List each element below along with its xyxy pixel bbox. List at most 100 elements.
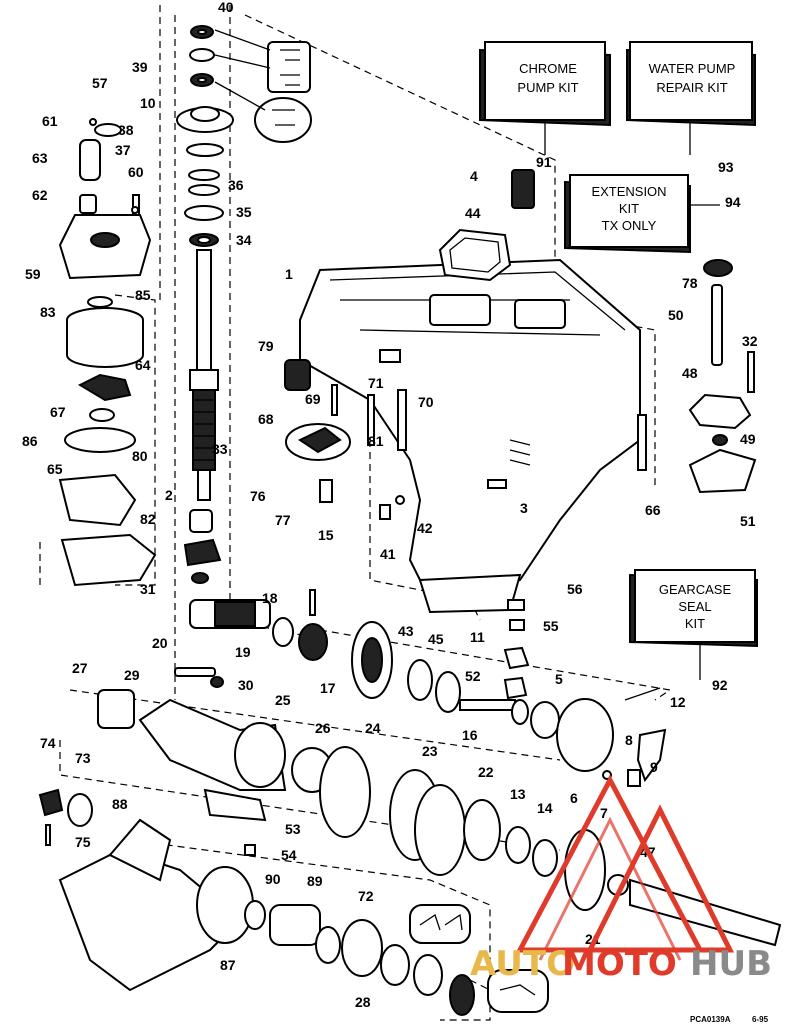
callout-57: 57	[92, 75, 108, 91]
callout-94: 94	[725, 194, 741, 210]
callout-89: 89	[307, 873, 323, 889]
callout-17: 17	[320, 680, 336, 696]
callout-14: 14	[537, 800, 553, 816]
callout-48: 48	[682, 365, 698, 381]
callout-92: 92	[712, 677, 728, 693]
callout-3: 3	[520, 500, 528, 516]
callout-35: 35	[236, 204, 252, 220]
callout-53: 53	[285, 821, 301, 837]
callout-93: 93	[718, 159, 734, 175]
callout-76: 76	[250, 488, 266, 504]
callout-26: 26	[315, 720, 331, 736]
kit-boxes	[479, 41, 758, 680]
callout-1: 1	[285, 266, 293, 282]
watermark-triangle-right	[585, 804, 735, 953]
callout-9: 9	[650, 759, 658, 775]
callout-44: 44	[465, 205, 481, 221]
callout-63: 63	[32, 150, 48, 166]
callout-51: 51	[740, 513, 756, 529]
callout-66: 66	[645, 502, 661, 518]
footer-code: PCA0139A	[690, 1015, 731, 1024]
callout-40: 40	[218, 0, 234, 15]
callout-38: 38	[118, 122, 134, 138]
callout-20: 20	[152, 635, 168, 651]
callout-82: 82	[140, 511, 156, 527]
callout-87: 87	[220, 957, 236, 973]
callout-79: 79	[258, 338, 274, 354]
callout-8: 8	[625, 732, 633, 748]
bearing-housing-parts	[38, 667, 558, 877]
callout-27: 27	[72, 660, 88, 676]
watermark-logo: AUTO MOTO HUB	[470, 774, 772, 984]
callout-29: 29	[124, 667, 140, 683]
callout-61: 61	[42, 113, 58, 129]
callout-77: 77	[275, 512, 291, 528]
callout-56: 56	[567, 581, 583, 597]
callout-67: 67	[50, 404, 66, 420]
middle-small-parts	[284, 359, 525, 631]
chrome-kit-line1: CHROME	[519, 61, 577, 76]
kit-box-text: CHROME PUMP KIT WATER PUMP REPAIR KIT EX…	[517, 61, 735, 631]
callout-41: 41	[380, 546, 396, 562]
extension-kit-line2: KIT	[619, 201, 639, 216]
callout-32: 32	[742, 333, 758, 349]
driveshaft-upper-parts	[176, 25, 313, 247]
callout-75: 75	[75, 834, 91, 850]
callout-30: 30	[238, 677, 254, 693]
callout-36: 36	[228, 177, 244, 193]
callout-28: 28	[355, 994, 371, 1010]
chrome-kit-line2: PUMP KIT	[517, 80, 578, 95]
callout-16: 16	[462, 727, 478, 743]
callout-4: 4	[470, 168, 478, 184]
water-pump-kit-line1: WATER PUMP	[649, 61, 736, 76]
callout-55: 55	[543, 618, 559, 634]
water-pump-kit-line2: REPAIR KIT	[656, 80, 727, 95]
watermark-hub: HUB	[690, 944, 772, 984]
callout-2: 2	[165, 487, 173, 503]
callout-59: 59	[25, 266, 41, 282]
callout-39: 39	[132, 59, 148, 75]
callout-85: 85	[135, 287, 151, 303]
callout-45: 45	[428, 631, 444, 647]
extension-kit-line3: TX ONLY	[602, 218, 657, 233]
callout-10: 10	[140, 95, 156, 111]
seal-kit-line1: GEARCASE	[659, 582, 732, 597]
callout-37: 37	[115, 142, 131, 158]
callout-12: 12	[670, 694, 686, 710]
callout-90: 90	[265, 871, 281, 887]
callout-19: 19	[235, 644, 251, 660]
callout-62: 62	[32, 187, 48, 203]
callout-22: 22	[478, 764, 494, 780]
callout-25: 25	[275, 692, 291, 708]
watermark-auto: AUTO	[470, 944, 575, 984]
callout-78: 78	[682, 275, 698, 291]
callout-71: 71	[368, 375, 384, 391]
callout-80: 80	[132, 448, 148, 464]
seal-kit-line3: KIT	[685, 616, 705, 631]
callout-65: 65	[47, 461, 63, 477]
callout-69: 69	[305, 391, 321, 407]
callout-42: 42	[417, 520, 433, 536]
gearcase-housing	[299, 258, 641, 614]
callout-31: 31	[140, 581, 156, 597]
footer-date: 6-95	[752, 1015, 769, 1024]
callout-54: 54	[281, 847, 297, 863]
callout-7: 7	[600, 805, 608, 821]
callout-52: 52	[465, 668, 481, 684]
callout-23: 23	[422, 743, 438, 759]
callout-6: 6	[570, 790, 578, 806]
right-upper-parts	[438, 169, 757, 494]
lower-gear-assembly	[183, 509, 667, 787]
callout-72: 72	[358, 888, 374, 904]
callout-43: 43	[398, 623, 414, 639]
watermark-moto: MOTO	[562, 944, 677, 984]
callout-86: 86	[22, 433, 38, 449]
callout-49: 49	[740, 431, 756, 447]
callout-18: 18	[262, 590, 278, 606]
callout-83: 83	[40, 304, 56, 320]
callout-68: 68	[258, 411, 274, 427]
callout-13: 13	[510, 786, 526, 802]
callout-24: 24	[365, 720, 381, 736]
